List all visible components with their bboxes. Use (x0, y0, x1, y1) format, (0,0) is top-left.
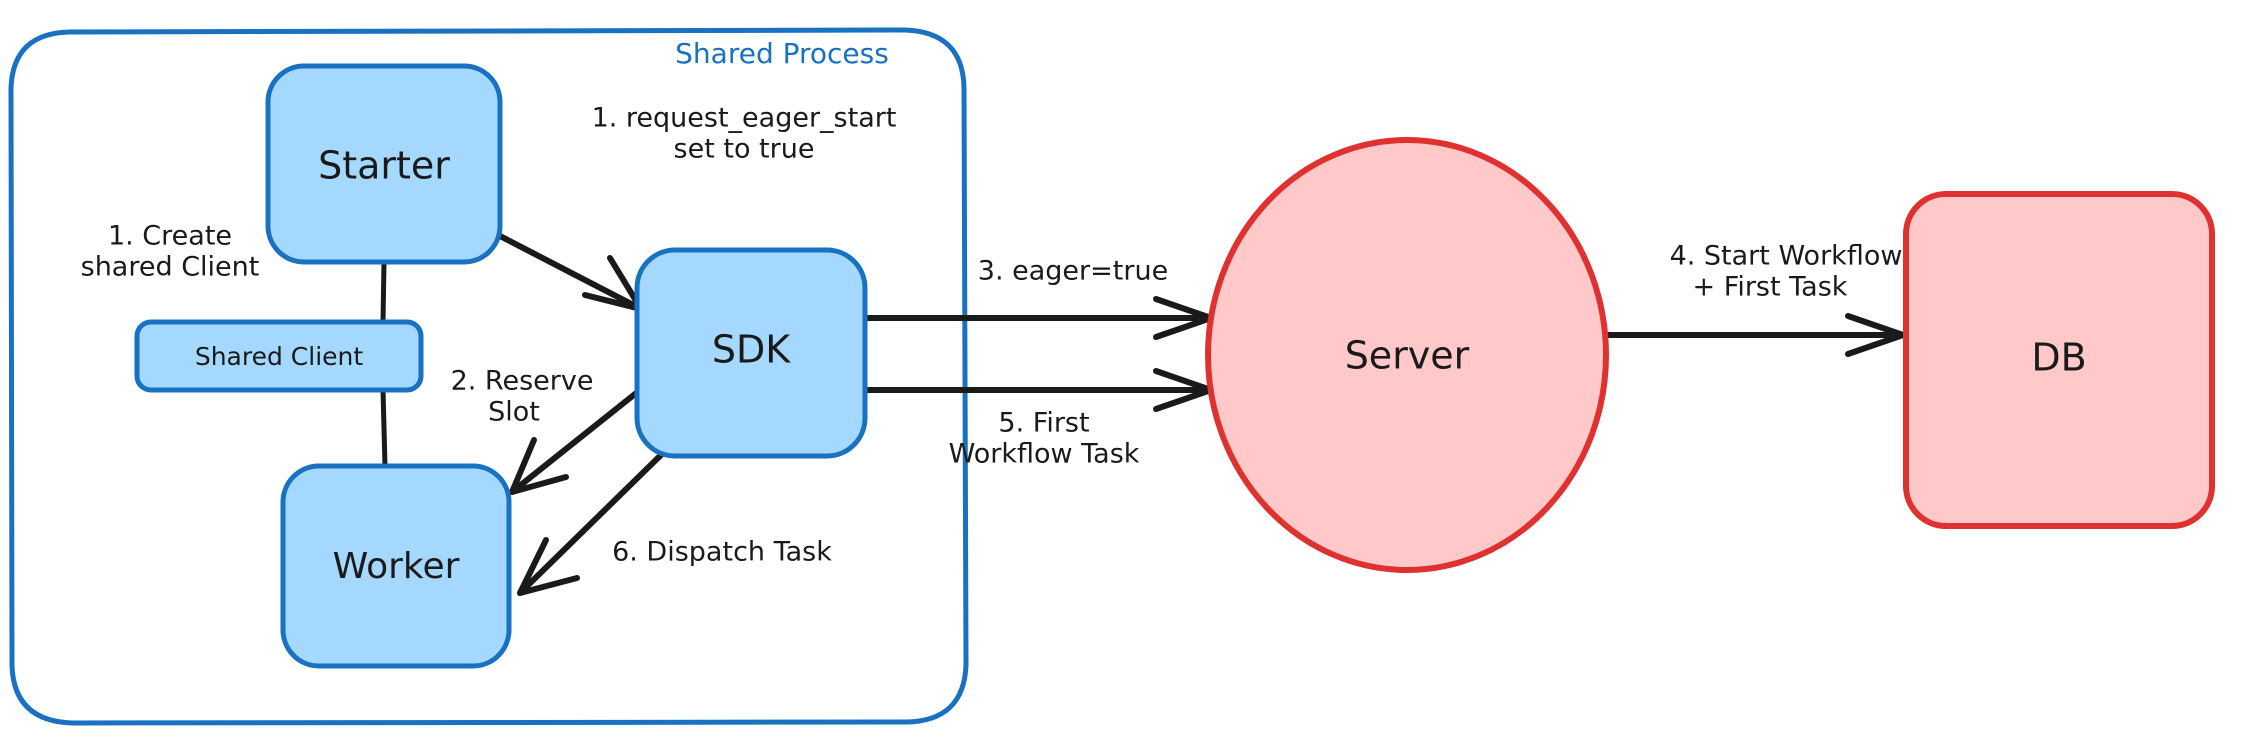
server-label: Server (1345, 334, 1470, 378)
starter-box[interactable] (265, 63, 503, 265)
node-shared-client[interactable]: Shared Client (134, 319, 424, 393)
shared-process-label: Shared Process (675, 37, 889, 70)
edge-label-sdk-to-worker-task: 6. Dispatch Task (612, 537, 832, 568)
edge-sdk-to-worker-task (517, 450, 666, 596)
edge-label-sdk-to-worker-slot: 2. Reserve Slot (451, 366, 594, 428)
db-label: DB (2031, 336, 2086, 380)
edge-label-line-2: Workflow Task (949, 439, 1140, 470)
shared-client-label: Shared Client (195, 342, 364, 371)
edge-label-server-to-db: 4. Start Workflow + First Task (1670, 241, 1903, 303)
edge-label-line-2: Slot (488, 397, 540, 428)
edge-sdk-to-server-task (863, 368, 1214, 412)
edge-label-starter-to-client: 1. Create shared Client (81, 221, 260, 283)
edge-label-starter-to-sdk: 1. request_eager_start set to true (592, 103, 897, 165)
edge-sdk-to-worker-slot (509, 387, 643, 495)
edge-sdk-to-server-eager (863, 296, 1214, 340)
edge-label-sdk-to-server-eager: 3. eager=true (978, 256, 1168, 287)
edge-server-to-db (1605, 313, 1906, 357)
node-db[interactable]: DB (1903, 191, 2215, 529)
sdk-label: SDK (712, 328, 791, 372)
shared-client-worker-connector (380, 387, 388, 469)
edge-label-line-1: 2. Reserve (451, 366, 594, 397)
shared-client-box[interactable] (134, 319, 424, 393)
worker-label: Worker (333, 546, 460, 587)
node-server[interactable]: Server (1205, 137, 1609, 573)
shared-process-boundary (8, 27, 969, 726)
sdk-box[interactable] (634, 247, 868, 459)
edge-label-line-2: + First Task (1693, 272, 1848, 303)
edge-label-sdk-to-server-task: 5. First Workflow Task (949, 408, 1140, 470)
edge-label-line-1: 1. request_eager_start (592, 103, 897, 134)
shared-process-group (8, 27, 969, 726)
node-starter[interactable]: Starter (265, 63, 503, 265)
node-sdk[interactable]: SDK (634, 247, 868, 459)
starter-shared-client-worker-connector (380, 259, 387, 325)
node-worker[interactable]: Worker (280, 463, 512, 669)
starter-label: Starter (318, 144, 450, 188)
edge-label-line-2: set to true (674, 134, 815, 165)
edge-label-line-2: shared Client (81, 252, 260, 283)
edge-label-line-1: 3. eager=true (978, 256, 1168, 287)
edge-label-line-1: 5. First (998, 408, 1089, 439)
edge-label-line-1: 4. Start Workflow (1670, 241, 1903, 272)
edge-starter-to-sdk (497, 233, 644, 312)
db-box[interactable] (1903, 191, 2215, 529)
edge-label-line-1: 6. Dispatch Task (612, 537, 832, 568)
server-ellipse[interactable] (1205, 137, 1609, 573)
edge-label-line-1: 1. Create (108, 221, 232, 252)
worker-box[interactable] (280, 463, 512, 669)
